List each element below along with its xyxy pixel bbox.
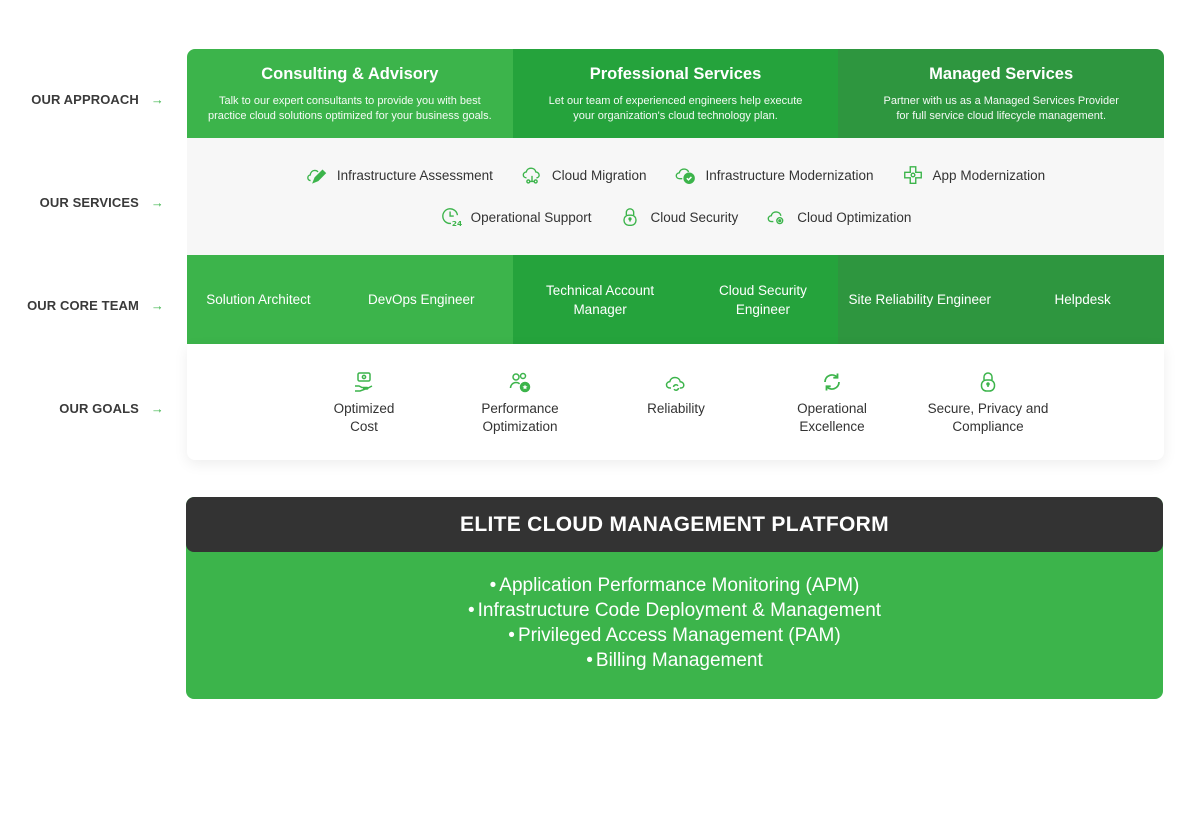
row-label-text: OUR CORE TEAM xyxy=(27,298,139,313)
services-row: Infrastructure Assessment Cloud Migratio… xyxy=(187,164,1164,186)
row-label-services: OUR SERVICES → xyxy=(0,195,164,210)
team-group: Technical Account Manager Cloud Security… xyxy=(512,255,839,344)
team-group: Site Reliability Engineer Helpdesk xyxy=(838,255,1165,344)
team-member: Technical Account Manager xyxy=(546,282,655,317)
service-label: Cloud Optimization xyxy=(797,209,912,225)
goal-label: Secure, Privacy and Compliance xyxy=(927,401,1049,434)
platform-feature-list: Application Performance Monitoring (APM)… xyxy=(186,573,1163,673)
clock-24-icon: 24 xyxy=(441,208,462,228)
pencil-cloud-icon xyxy=(307,169,327,184)
platform-panel: ELITE CLOUD MANAGEMENT PLATFORM Applicat… xyxy=(186,497,1163,699)
cloud-check-icon xyxy=(676,168,696,184)
approach-description: Talk to our expert consultants to provid… xyxy=(207,95,492,122)
goal-label: Performance Optimization xyxy=(481,401,559,434)
lock-icon xyxy=(980,372,996,392)
row-label-text: OUR GOALS xyxy=(59,401,139,416)
approach-title: Professional Services xyxy=(589,65,762,83)
service-label: Cloud Security xyxy=(650,209,739,225)
row-label-text: OUR SERVICES xyxy=(39,195,139,210)
service-label: Infrastructure Modernization xyxy=(705,167,874,183)
goal-label: Reliability xyxy=(647,401,705,416)
platform-feature: Infrastructure Code Deployment & Managem… xyxy=(186,598,1163,623)
service-app-modernization: App Modernization xyxy=(902,164,1046,186)
goal-label: Optimized Cost xyxy=(333,401,395,434)
refresh-icon xyxy=(824,373,840,391)
platform-feature: Privileged Access Management (PAM) xyxy=(186,623,1163,648)
goal-reliability: Reliability xyxy=(598,370,754,436)
arrow-right-icon: → xyxy=(150,298,164,313)
arrow-right-icon: → xyxy=(150,195,164,210)
team-member: Solution Architect xyxy=(206,292,311,307)
svg-text:24: 24 xyxy=(452,219,462,228)
services-panel: Infrastructure Assessment Cloud Migratio… xyxy=(187,138,1164,255)
cloud-gear-icon xyxy=(767,211,784,225)
service-label: Operational Support xyxy=(470,209,592,225)
approach-consulting: Consulting & Advisory Talk to our expert… xyxy=(187,49,513,138)
service-infrastructure-modernization: Infrastructure Modernization xyxy=(674,164,874,186)
platform-feature: Billing Management xyxy=(186,648,1163,673)
team-member: Site Reliability Engineer xyxy=(848,292,992,307)
row-label-team: OUR CORE TEAM → xyxy=(0,298,164,313)
service-infrastructure-assessment: Infrastructure Assessment xyxy=(306,164,493,186)
approach-title: Managed Services xyxy=(929,65,1074,83)
goal-secure-privacy-compliance: Secure, Privacy and Compliance xyxy=(910,370,1066,436)
goal-optimized-cost: Optimized Cost xyxy=(286,370,442,436)
goals-panel: Optimized Cost Performance Optimization … xyxy=(187,344,1164,460)
team-group: Solution Architect DevOps Engineer xyxy=(187,255,513,344)
arrow-right-icon: → xyxy=(150,92,164,107)
goal-operational-excellence: Operational Excellence xyxy=(754,370,910,436)
team-member: Cloud Security Engineer xyxy=(719,282,807,317)
cloud-migration-icon xyxy=(522,167,540,184)
team-member: Helpdesk xyxy=(1054,292,1111,307)
arrow-right-icon: → xyxy=(150,401,164,416)
team-panel: Solution Architect DevOps Engineer Techn… xyxy=(187,255,1165,344)
lock-icon xyxy=(623,208,638,226)
money-hand-icon xyxy=(355,372,373,392)
users-star-icon xyxy=(509,372,531,393)
service-operational-support: 24 Operational Support xyxy=(440,206,592,228)
service-label: Cloud Migration xyxy=(551,167,647,183)
platform-title: ELITE CLOUD MANAGEMENT PLATFORM xyxy=(186,497,1163,552)
service-label: App Modernization xyxy=(932,167,1046,183)
service-cloud-optimization: Cloud Optimization xyxy=(766,206,911,228)
goal-label: Operational Excellence xyxy=(797,401,867,434)
row-label-approach: OUR APPROACH → xyxy=(0,92,164,107)
approach-title: Consulting & Advisory xyxy=(261,65,439,83)
goal-performance-optimization: Performance Optimization xyxy=(442,370,598,436)
service-cloud-security: Cloud Security xyxy=(619,206,738,228)
service-cloud-migration: Cloud Migration xyxy=(521,164,647,186)
app-puzzle-icon xyxy=(903,166,922,184)
team-member: DevOps Engineer xyxy=(367,292,475,307)
services-row: 24 Operational Support Cloud Security Cl… xyxy=(187,206,1164,228)
approach-professional: Professional Services Let our team of ex… xyxy=(512,49,839,138)
approach-managed: Managed Services Partner with us as a Ma… xyxy=(838,49,1164,138)
cloud-refresh-icon xyxy=(665,376,685,391)
goals-row: Optimized Cost Performance Optimization … xyxy=(286,370,1066,436)
approach-panel: Consulting & Advisory Talk to our expert… xyxy=(187,49,1164,138)
platform-feature: Application Performance Monitoring (APM) xyxy=(186,573,1163,598)
service-label: Infrastructure Assessment xyxy=(336,167,493,183)
approach-description: Let our team of experienced engineers he… xyxy=(548,95,803,122)
approach-description: Partner with us as a Managed Services Pr… xyxy=(883,95,1119,122)
row-label-goals: OUR GOALS → xyxy=(0,401,164,416)
row-label-text: OUR APPROACH xyxy=(31,92,139,107)
